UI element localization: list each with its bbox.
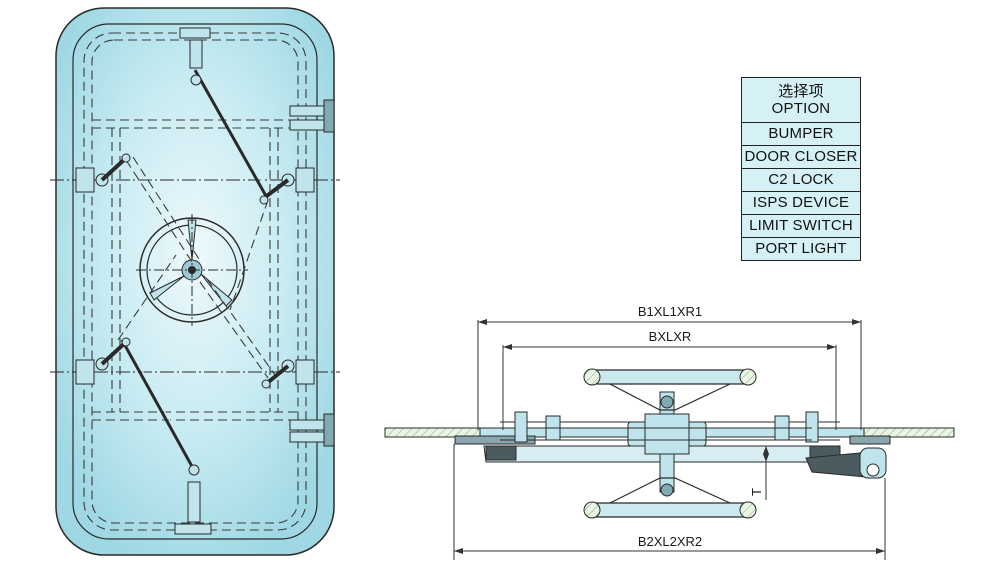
option-limit-switch: LIMIT SWITCH <box>741 214 861 238</box>
inner-handwheel <box>583 477 757 519</box>
door-stiffeners <box>92 119 298 421</box>
door-front-view <box>50 7 340 556</box>
options-header-en: OPTION <box>771 100 831 117</box>
table-row: LIMIT SWITCH <box>741 214 861 238</box>
door-dogs <box>75 27 315 535</box>
door-outer-frame <box>55 7 335 556</box>
door-leaf-outline <box>72 23 318 540</box>
dimension-lines <box>453 319 886 560</box>
linkage-rods <box>117 67 276 471</box>
dim-label-t: T <box>749 488 764 496</box>
option-bumper: BUMPER <box>741 122 861 146</box>
option-isps-device: ISPS DEVICE <box>741 191 861 215</box>
options-header-cell: 选择项 OPTION <box>741 77 861 123</box>
outer-handwheel <box>583 368 757 411</box>
dim-label-b1: B1XL1XR1 <box>638 304 702 319</box>
table-row: C2 LOCK <box>741 168 861 192</box>
hinge-top <box>289 99 335 133</box>
options-header-cn: 选择项 <box>778 83 824 100</box>
dim-label-b: BXLXR <box>649 329 692 344</box>
section-hinge <box>805 447 887 479</box>
table-row: DOOR CLOSER <box>741 145 861 169</box>
door-section-view: B1XL1XR1 BXLXR B2XL2XR2 T <box>384 304 955 560</box>
option-port-light: PORT LIGHT <box>741 237 861 261</box>
table-row: ISPS DEVICE <box>741 191 861 215</box>
options-table-header: 选择项 OPTION <box>741 77 861 123</box>
options-table: 选择项 OPTION BUMPER DOOR CLOSER C2 LOCK IS… <box>741 77 861 261</box>
option-c2-lock: C2 LOCK <box>741 168 861 192</box>
hinge-bottom <box>289 413 335 447</box>
table-row: PORT LIGHT <box>741 237 861 261</box>
option-door-closer: DOOR CLOSER <box>741 145 861 169</box>
section-clamps <box>514 411 819 443</box>
table-row: BUMPER <box>741 122 861 146</box>
dim-label-b2: B2XL2XR2 <box>638 534 702 549</box>
